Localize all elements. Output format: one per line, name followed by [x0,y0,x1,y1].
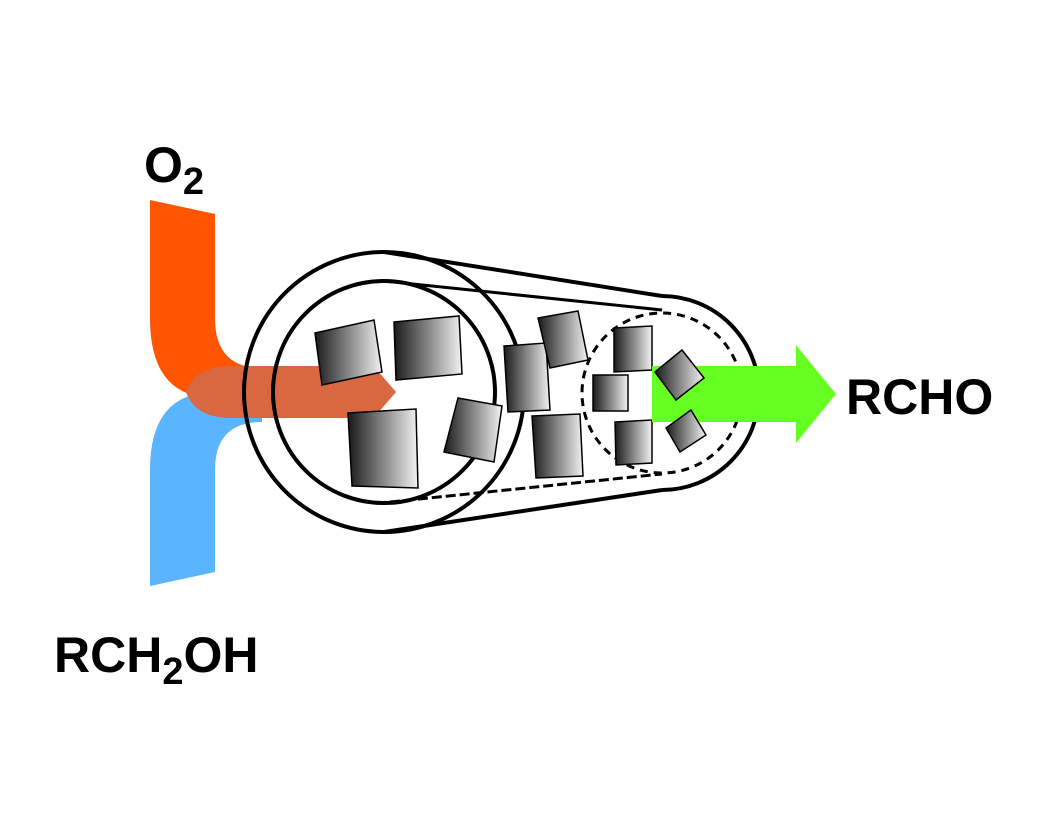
reactor-top-wall [383,250,663,298]
catalyst-particle-icon [443,397,503,463]
alcohol-stream [150,392,262,586]
catalyst-particle-icon [537,310,589,369]
catalyst-particle-icon [665,408,708,454]
catalyst-particle-icon [347,408,419,489]
catalyst-particle-icon [653,348,706,402]
oxygen-label: O2 [144,137,204,203]
reactor-bottom-wall-inner [389,472,663,504]
catalyst-particle-icon [592,374,629,412]
product-label: RCHO [846,369,993,425]
reactor-bottom-wall [383,488,663,534]
reactor-top-wall-inner [383,279,663,312]
catalyst-particle-icon [613,325,653,373]
catalyst-particle-icon [393,315,463,381]
catalyst-particle-icon [503,342,551,413]
outlet-catalyst-particles [653,348,708,454]
oxygen-stream [150,200,262,398]
catalyst-particle-icon [314,319,383,386]
catalyst-particle-icon [531,413,584,479]
catalyst-particle-icon [614,419,653,466]
alcohol-label: RCH2OH [54,627,258,693]
catalyst-particles [314,310,653,489]
